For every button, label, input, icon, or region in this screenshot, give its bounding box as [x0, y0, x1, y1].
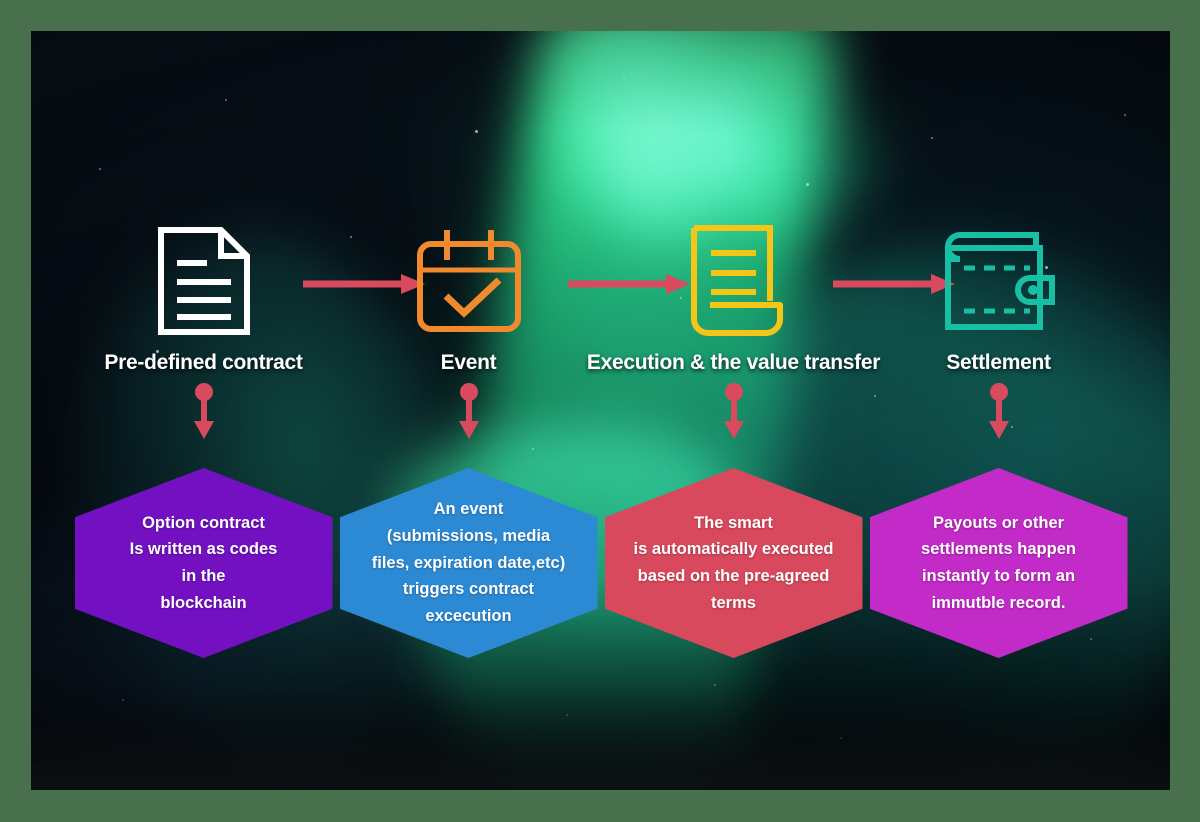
down-arrow-1	[71, 383, 336, 443]
hexagon-shape: An event (submissions, media files, expi…	[339, 468, 598, 658]
hexagon-shape: The smart is automatically executed base…	[604, 468, 863, 658]
hexagon-text: The smart is automatically executed base…	[633, 513, 834, 612]
infographic-panel: Pre-defined contract Option contract Is …	[31, 31, 1170, 790]
step-hexagon: Payouts or other settlements happen inst…	[866, 468, 1131, 658]
hexagon-text: Option contract Is written as codes in t…	[129, 513, 278, 612]
down-arrow-4	[866, 383, 1131, 443]
step-execution-value-transfer: Execution & the value transfer The smart…	[587, 31, 880, 790]
hexagon-text: Payouts or other settlements happen inst…	[921, 513, 1076, 612]
calendar-check-icon	[336, 223, 601, 338]
step-hexagon: Option contract Is written as codes in t…	[71, 468, 336, 658]
hexagon-shape: Payouts or other settlements happen inst…	[869, 468, 1128, 658]
step-pre-defined-contract: Pre-defined contract Option contract Is …	[71, 31, 336, 790]
hexagon-text: An event (submissions, media files, expi…	[371, 500, 566, 626]
down-arrow-3	[601, 383, 866, 443]
step-heading: Settlement	[946, 351, 1051, 374]
step-hexagon: An event (submissions, media files, expi…	[336, 468, 601, 658]
flow-diagram: Pre-defined contract Option contract Is …	[31, 31, 1170, 790]
step-settlement: Settlement Payouts or other settlements …	[866, 31, 1131, 790]
scroll-contract-icon	[601, 223, 866, 338]
hexagon-shape: Option contract Is written as codes in t…	[74, 468, 333, 658]
step-hexagon: The smart is automatically executed base…	[601, 468, 866, 658]
wallet-icon	[866, 223, 1131, 338]
document-icon	[71, 223, 336, 338]
down-arrow-2	[336, 383, 601, 443]
step-event: Event An event (submissions, media files…	[336, 31, 601, 790]
